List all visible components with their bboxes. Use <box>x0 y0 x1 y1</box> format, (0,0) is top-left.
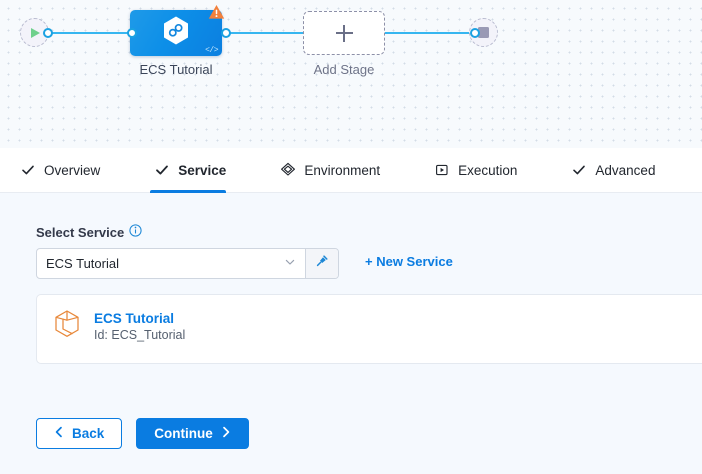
service-card[interactable]: ECS Tutorial Id: ECS_Tutorial <box>53 309 185 344</box>
layers-diamond-icon <box>280 162 296 178</box>
warning-triangle-icon <box>208 4 225 25</box>
info-icon[interactable] <box>129 224 142 240</box>
service-tab-content: Select Service ECS Tutorial <box>0 193 702 474</box>
service-select-value: ECS Tutorial <box>46 256 119 271</box>
check-icon <box>154 163 170 177</box>
edge-start-to-stage <box>46 32 132 34</box>
pipeline-canvas[interactable]: </> ECS Tutorial Add Stage <box>0 0 702 148</box>
tab-advanced[interactable]: Advanced <box>567 148 677 192</box>
tab-advanced-label: Advanced <box>595 162 656 178</box>
back-button[interactable]: Back <box>36 418 123 449</box>
tab-execution-label: Execution <box>458 162 518 178</box>
select-service-label: Select Service <box>36 224 125 240</box>
stage-node-label: ECS Tutorial <box>139 62 213 77</box>
continue-button-label: Continue <box>154 426 213 441</box>
tab-execution[interactable]: Execution <box>430 148 539 192</box>
check-icon <box>20 163 36 177</box>
back-button-label: Back <box>72 426 105 441</box>
connector-dot-end <box>470 28 480 38</box>
form-actions: Back Continue <box>36 418 249 449</box>
connector-dot-stage-in <box>127 28 137 38</box>
edge-add-to-end <box>384 32 474 34</box>
service-card-text: ECS Tutorial Id: ECS_Tutorial <box>94 311 185 342</box>
add-stage-button[interactable] <box>303 11 385 55</box>
add-stage-label: Add Stage <box>313 62 375 77</box>
edge-stage-to-add <box>226 32 304 34</box>
stage-node-ecs-tutorial[interactable]: </> <box>130 5 225 56</box>
tab-environment-label: Environment <box>304 162 381 178</box>
tab-overview-label: Overview <box>44 162 101 178</box>
play-icon <box>31 27 40 38</box>
tab-service[interactable]: Service <box>150 148 248 193</box>
play-box-icon <box>434 162 450 178</box>
stop-icon <box>478 27 489 38</box>
cube-hexagon-icon <box>53 309 81 344</box>
service-card-title[interactable]: ECS Tutorial <box>94 311 175 326</box>
service-card-panel: ECS Tutorial Id: ECS_Tutorial <box>36 294 702 364</box>
chevron-left-icon <box>54 426 64 441</box>
service-card-id: Id: ECS_Tutorial <box>94 328 186 342</box>
service-hexagon-icon <box>163 16 190 51</box>
new-service-button[interactable]: + New Service <box>365 254 453 269</box>
service-select-box[interactable]: ECS Tutorial <box>37 249 305 278</box>
chevron-down-icon <box>284 256 296 271</box>
tab-overview[interactable]: Overview <box>16 148 122 192</box>
chevron-right-icon <box>221 426 231 441</box>
plus-icon <box>335 24 353 42</box>
select-service-label-row: Select Service <box>36 224 142 240</box>
check-icon <box>571 163 587 177</box>
connector-dot-start <box>43 28 53 38</box>
continue-button[interactable]: Continue <box>136 418 249 449</box>
pin-icon <box>315 254 329 273</box>
service-select[interactable]: ECS Tutorial <box>36 248 339 279</box>
stage-config-tabs: Overview Service Environment <box>0 148 702 193</box>
tab-service-label: Service <box>178 162 227 178</box>
tab-environment[interactable]: Environment <box>276 148 402 192</box>
pin-service-button[interactable] <box>305 249 338 278</box>
code-badge-icon: </> <box>205 46 218 55</box>
connector-dot-stage-out <box>221 28 231 38</box>
